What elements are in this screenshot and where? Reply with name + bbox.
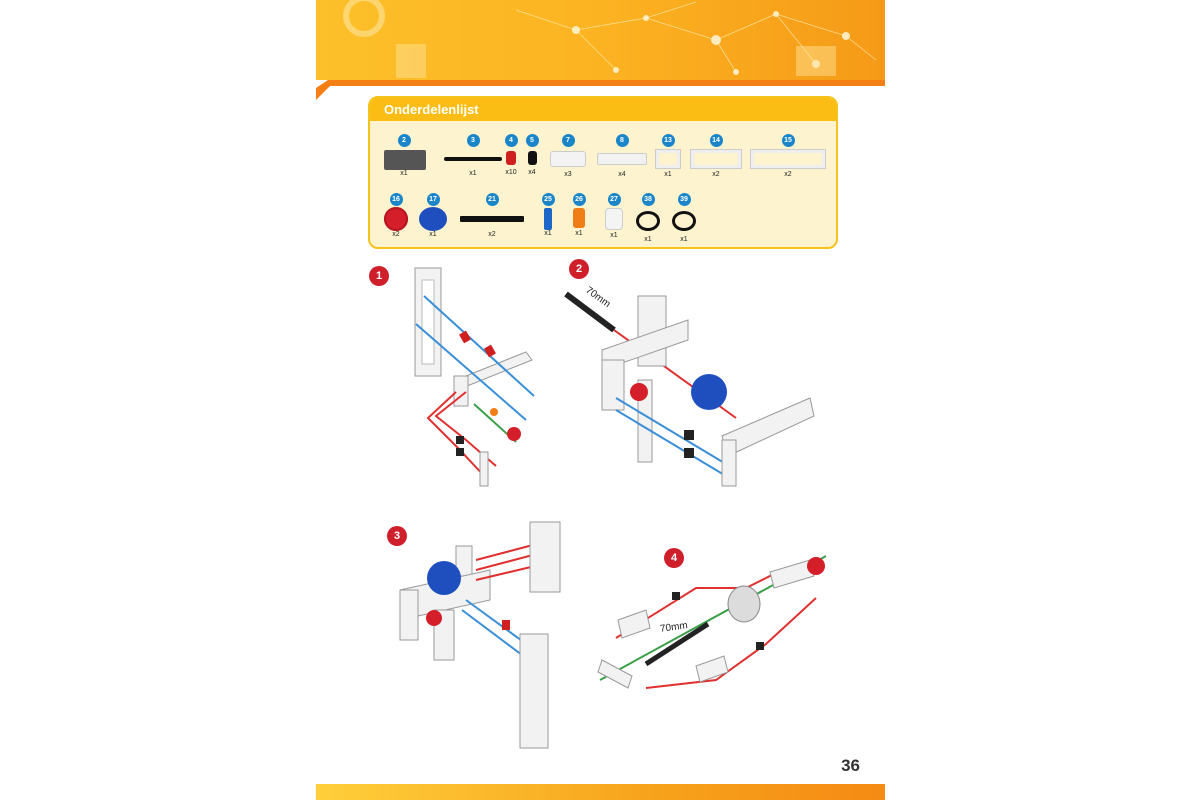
beam-icon [597, 153, 647, 165]
small-frame-icon [655, 149, 681, 169]
step-4-illustration [597, 555, 827, 689]
grid-plate-icon [384, 150, 426, 170]
part-qty: x1 [469, 170, 477, 177]
parts-list-panel: Onderdelenlijst 2 x1 3 x1 4 x10 5 x4 7 x… [368, 96, 838, 249]
part-qty: x1 [680, 236, 688, 243]
red-bushing-icon [506, 151, 516, 165]
part-qty: x2 [392, 231, 400, 238]
part-4: 4 x10 [499, 129, 523, 176]
part-number: 27 [607, 193, 621, 206]
part-15: 15 x2 [750, 129, 826, 178]
part-7: 7 x3 [548, 129, 588, 178]
part-16: 16 x2 [381, 188, 411, 238]
part-qty: x2 [488, 231, 496, 238]
step-4-badge: 4 [664, 548, 684, 568]
blue-gear-icon [419, 207, 447, 231]
part-17: 17 x1 [415, 188, 451, 238]
black-ring-icon [636, 211, 660, 231]
part-number: 38 [641, 193, 655, 206]
part-number: 8 [615, 134, 629, 147]
step-3-badge: 3 [387, 526, 407, 546]
part-5: 5 x4 [522, 129, 542, 176]
part-number: 17 [426, 193, 440, 206]
part-number: 25 [541, 193, 555, 206]
manual-page: Onderdelenlijst 2 x1 3 x1 4 x10 5 x4 7 x… [316, 0, 885, 800]
part-number: 26 [572, 193, 586, 206]
part-number: 7 [561, 134, 575, 147]
red-gear-icon [384, 207, 408, 231]
part-qty: x1 [575, 230, 583, 237]
black-ring-icon [672, 211, 696, 231]
part-number: 3 [466, 134, 480, 147]
part-qty: x2 [712, 171, 720, 178]
part-qty: x4 [618, 171, 626, 178]
part-qty: x1 [644, 236, 652, 243]
part-number: 21 [485, 193, 499, 206]
white-cylinder-icon [605, 208, 623, 230]
part-qty: x3 [564, 171, 572, 178]
medium-frame-icon [690, 149, 742, 169]
footer-bar [316, 784, 885, 800]
part-3: 3 x1 [443, 129, 503, 177]
step-2-badge: 2 [569, 259, 589, 279]
page-number: 36 [841, 756, 860, 775]
part-qty: x1 [544, 230, 552, 237]
black-bushing-icon [527, 151, 537, 165]
part-number: 4 [504, 134, 518, 147]
part-number: 2 [397, 134, 411, 147]
black-rod-icon [460, 216, 524, 222]
part-qty: x1 [610, 232, 618, 239]
step-1-badge: 1 [369, 266, 389, 286]
part-number: 5 [525, 134, 539, 147]
part-39: 39 x1 [670, 188, 698, 243]
part-38: 38 x1 [634, 188, 662, 243]
step-2-length-label: 70mm [583, 284, 613, 311]
part-13: 13 x1 [652, 129, 684, 178]
part-21: 21 x2 [458, 188, 526, 238]
part-qty: x1 [664, 171, 672, 178]
part-qty: x1 [400, 170, 408, 177]
part-number: 16 [389, 193, 403, 206]
parts-list-header: Onderdelenlijst [370, 98, 836, 121]
header-banner [316, 0, 885, 104]
step-3-illustration [399, 521, 561, 749]
header-graphic [316, 0, 885, 100]
blue-pin-icon [544, 208, 552, 230]
parts-list-title: Onderdelenlijst [384, 102, 479, 117]
part-number: 13 [661, 134, 675, 147]
long-axle-icon [444, 157, 502, 161]
part-8: 8 x4 [596, 129, 648, 178]
connector-icon [550, 151, 586, 167]
step-2-illustration [564, 291, 815, 487]
part-qty: x10 [505, 169, 517, 176]
part-25: 25 x1 [538, 188, 558, 237]
part-14: 14 x2 [690, 129, 742, 178]
part-qty: x2 [784, 171, 792, 178]
part-qty: x4 [528, 169, 536, 176]
orange-pin-icon [573, 208, 585, 228]
step-1-illustration [414, 267, 535, 487]
part-27: 27 x1 [602, 188, 626, 239]
part-2: 2 x1 [384, 129, 426, 177]
part-26: 26 x1 [569, 188, 589, 237]
step-4-length-label: 70mm [659, 620, 689, 635]
large-frame-icon [750, 149, 826, 169]
part-qty: x1 [429, 231, 437, 238]
part-number: 15 [781, 134, 795, 147]
part-number: 14 [709, 134, 723, 147]
part-number: 39 [677, 193, 691, 206]
